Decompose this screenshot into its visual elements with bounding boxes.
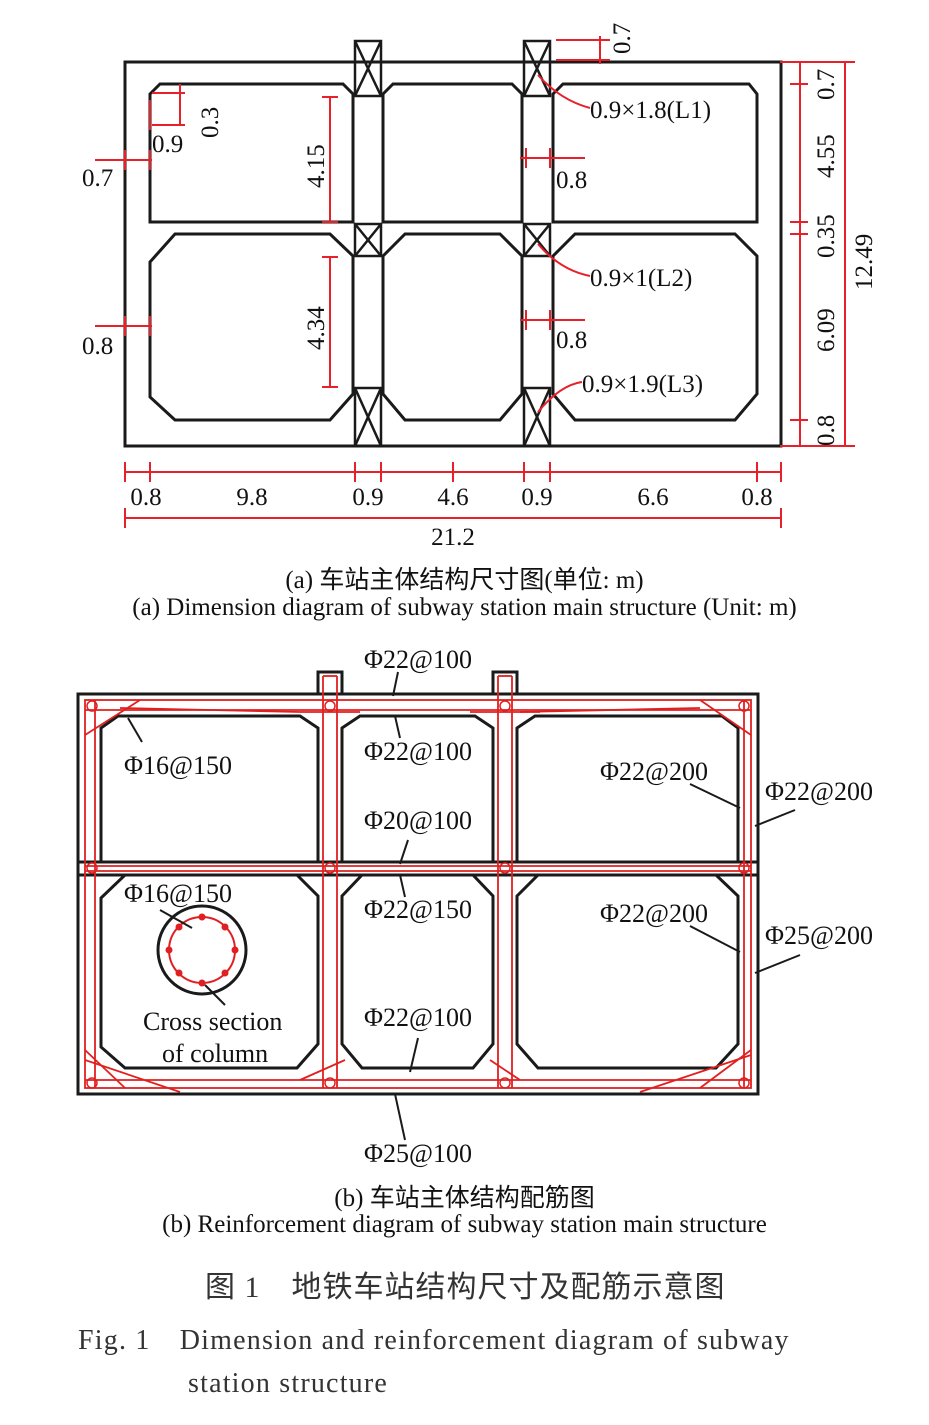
rb-top-stub-1	[316, 670, 344, 694]
dim-col-upper: 0.8	[556, 167, 587, 194]
column-label-1: Cross section	[143, 1007, 282, 1036]
column-boxes	[353, 39, 552, 448]
rebar-bottom-slab-top: Φ22@100	[364, 1003, 472, 1032]
dim-lower-clear: 4.34	[303, 306, 330, 350]
dim-upper-clear: 4.15	[303, 144, 330, 188]
rb-upper-left-room	[99, 714, 320, 864]
rebar-top-col: Φ22@100	[364, 645, 472, 674]
rebar-lower-right-in: Φ22@200	[600, 899, 708, 928]
rb-top-stub-2	[491, 670, 519, 694]
upper-right-chamber	[551, 82, 759, 224]
dimension-texts: 0.7 0.9 0.3 0.7 0.8 0.8 0.8 4.15 4.34 0.…	[82, 23, 878, 551]
caption-b-en: (b) Reinforcement diagram of subway stat…	[162, 1211, 767, 1238]
bottom-total: 21.2	[431, 524, 475, 551]
right-dim-3: 6.09	[813, 308, 840, 352]
rebar-labels: Φ22@100 Φ22@100 Φ20@100 Φ22@150 Φ22@100 …	[124, 645, 873, 1168]
bottom-dim-2: 0.9	[352, 484, 383, 511]
rebar-lines	[84, 675, 752, 1093]
column-cross-section	[156, 904, 248, 996]
rebar-upper-beam: Φ22@100	[364, 737, 472, 766]
dim-top-col: 0.7	[609, 23, 636, 54]
label-l3: 0.9×1.9(L3)	[582, 371, 703, 398]
caption-a-cn: (a) 车站主体结构尺寸图(单位: m)	[285, 567, 644, 594]
dim-haunch-h: 0.3	[197, 107, 224, 138]
rb-upper-right-room	[515, 714, 740, 864]
dim-left-wall-lower: 0.8	[82, 333, 113, 360]
upper-left-chamber	[148, 82, 355, 224]
label-l1: 0.9×1.8(L1)	[590, 97, 711, 124]
figure-title-cn: 图 1 地铁车站结构尺寸及配筋示意图	[205, 1271, 726, 1304]
dimension-lines	[95, 36, 855, 528]
rebar-lower-left: Φ16@150	[124, 879, 232, 908]
bottom-dim-1: 9.8	[236, 484, 267, 511]
rebar-upper-right-out: Φ22@200	[765, 777, 873, 806]
right-dim-2: 0.35	[813, 214, 840, 258]
right-dim-1: 4.55	[813, 134, 840, 178]
column-label-2: of column	[162, 1039, 268, 1068]
rebar-mid-slab-top: Φ20@100	[364, 806, 472, 835]
caption-a-en: (a) Dimension diagram of subway station …	[132, 594, 797, 621]
bottom-dim-5: 6.6	[637, 484, 668, 511]
label-l2: 0.9×1(L2)	[590, 265, 692, 292]
lower-middle-chamber	[381, 232, 524, 422]
outer-frame	[123, 60, 783, 448]
dimension-diagram	[123, 39, 783, 448]
rebar-upper-left: Φ16@150	[124, 751, 232, 780]
reinforcement-diagram: Φ22@100 Φ22@100 Φ20@100 Φ22@150 Φ22@100 …	[76, 645, 873, 1168]
caption-b-cn: (b) 车站主体结构配筋图	[334, 1185, 595, 1212]
rebar-upper-right-in: Φ22@200	[600, 757, 708, 786]
right-total: 12.49	[851, 234, 878, 290]
rebar-mid-slab-bottom: Φ22@150	[364, 895, 472, 924]
rebar-lower-right-out: Φ25@200	[765, 921, 873, 950]
dim-haunch-w: 0.9	[152, 131, 183, 158]
rebar-bottom-slab: Φ25@100	[364, 1139, 472, 1168]
right-dim-0: 0.7	[813, 69, 840, 100]
bottom-dim-6: 0.8	[741, 484, 772, 511]
leader-lines	[127, 671, 801, 1141]
rebar-bundles	[86, 700, 750, 1089]
lower-left-chamber	[148, 232, 355, 422]
right-dim-4: 0.8	[813, 415, 840, 446]
bottom-dim-3: 4.6	[437, 484, 468, 511]
dim-left-wall-upper: 0.7	[82, 165, 113, 192]
lower-right-chamber	[551, 232, 759, 422]
figure-title-en-2: station structure	[188, 1368, 389, 1399]
rb-outer-frame	[76, 692, 760, 1096]
dim-col-lower: 0.8	[556, 327, 587, 354]
figure-title-en-1: Fig. 1 Dimension and reinforcement diagr…	[78, 1325, 790, 1356]
upper-middle-chamber	[381, 82, 524, 224]
bottom-dim-0: 0.8	[130, 484, 161, 511]
bottom-dim-4: 0.9	[521, 484, 552, 511]
